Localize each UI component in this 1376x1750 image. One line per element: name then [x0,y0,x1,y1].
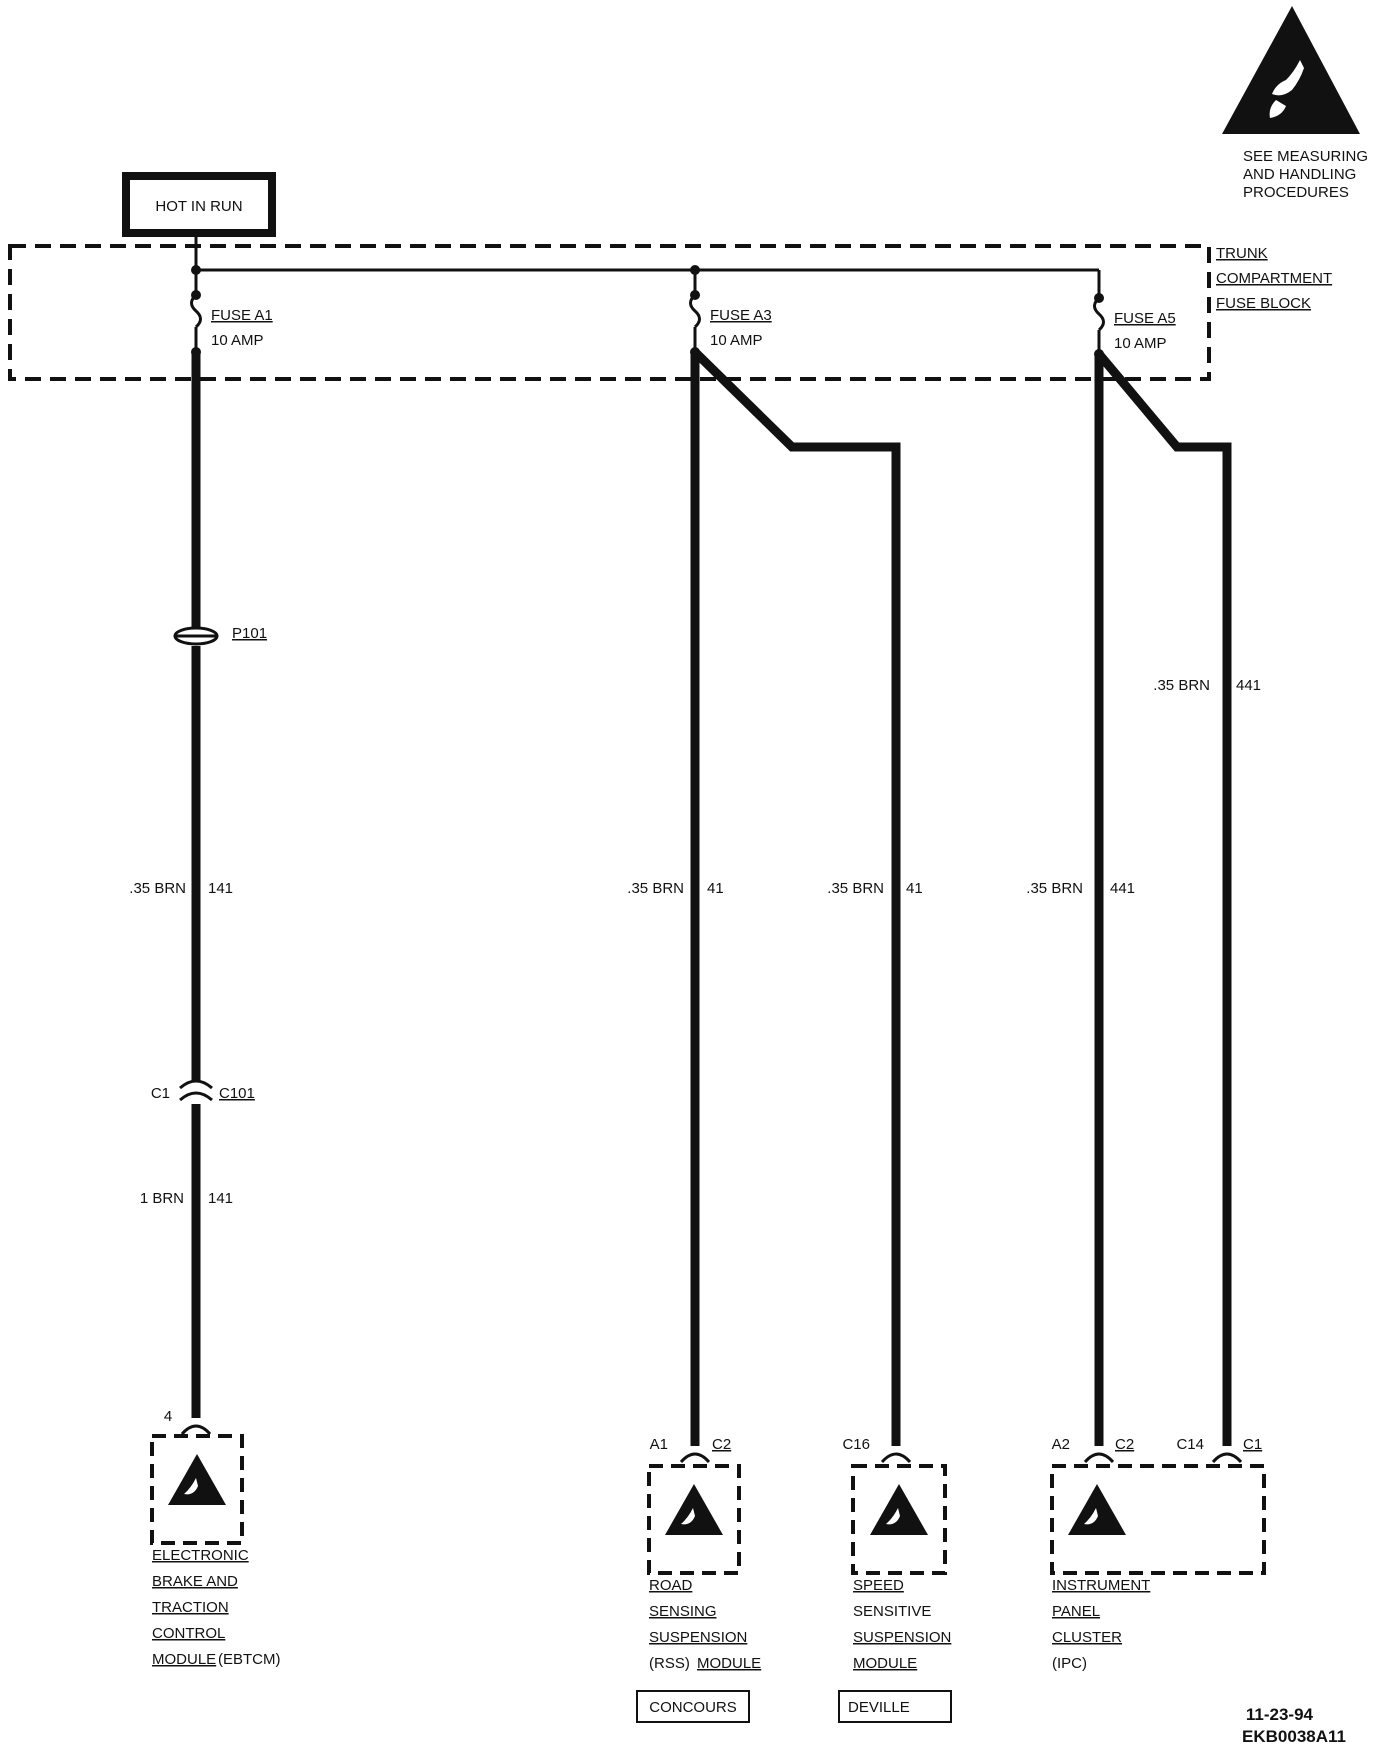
hot-in-run-box [122,172,276,237]
footer-code: EKB0038A11 [1242,1727,1346,1746]
ebtcm-name-1: ELECTRONIC [152,1547,249,1564]
sss-name-1: SPEED [853,1577,904,1594]
fuse-a5-name: FUSE A5 [1114,310,1176,327]
rss-box [647,1464,741,1575]
c101-pin-label: C1 [151,1085,170,1102]
wire-gauge-label: .35 BRN [827,880,884,897]
wire-gauge-label: .35 BRN [129,880,186,897]
c101-label: C101 [219,1085,255,1102]
ipc-name-3: CLUSTER [1052,1629,1122,1646]
rss-name-2: SENSING [649,1603,717,1620]
ipc-connector-label: C2 [1115,1436,1134,1453]
esd-notice-line-1: SEE MEASURING [1243,148,1368,165]
power-label: HOT IN RUN [155,198,242,215]
ebtcm-name-3: TRACTION [152,1599,229,1616]
ipc-pin-label: A2 [1052,1436,1070,1453]
ipc-name-1: INSTRUMENT [1052,1577,1150,1594]
rss-pin-label: A1 [650,1436,668,1453]
fuse-a1 [190,270,202,352]
ipc-connector-label: C1 [1243,1436,1262,1453]
sss-name-2: SENSITIVE [853,1603,931,1620]
sss-box [851,1464,947,1575]
esd-warning-icon [1222,6,1360,134]
wire-circuit-label: 141 [208,1190,233,1207]
wire-gauge-label: .35 BRN [1153,677,1210,694]
fuse-block-outline [8,244,1211,381]
sss-name-3: SUSPENSION [853,1629,951,1646]
esd-icon [168,1454,226,1505]
p101-connector [173,626,219,646]
fuse-a5-rating: 10 AMP [1114,335,1167,352]
wire-gauge-label: .35 BRN [1026,880,1083,897]
fuse-block-label-3: FUSE BLOCK [1216,295,1311,312]
ebtcm-name-4: CONTROL [152,1625,225,1642]
ebtcm-name-2: BRAKE AND [152,1573,238,1590]
esd-icon [665,1484,723,1535]
wire-circuit-label: 41 [906,880,923,897]
wire-circuit-label: 41 [707,880,724,897]
fuse-terminal-dot [1094,293,1104,303]
wire-gauge-label: .35 BRN [627,880,684,897]
wire-41-sss [691,348,901,1446]
esd-icon [1068,1484,1126,1535]
module-boxes [150,1434,1266,1575]
c101-connector [179,1079,213,1102]
module-connectors [180,1424,1243,1464]
esd-icon [870,1484,928,1535]
fuse-block-label-1: TRUNK [1216,245,1268,262]
wire-circuit-label: 141 [208,880,233,897]
ipc-pin-label: C14 [1176,1436,1204,1453]
wire-circuit-label: 441 [1110,880,1135,897]
rss-name-4: MODULE [697,1655,761,1672]
rss-name-1: ROAD [649,1577,693,1594]
fuse-a1-rating: 10 AMP [211,332,264,349]
concours-option-box [636,1690,750,1723]
wire-circuit-label: 441 [1236,677,1261,694]
p101-label: P101 [232,625,267,642]
deville-option-box [838,1690,952,1723]
fuse-terminal-dot [690,290,700,300]
ebtcm-box [150,1434,244,1545]
esd-notice-line-2: AND HANDLING [1243,166,1356,183]
rss-abbr: (RSS) [649,1655,690,1672]
ebtcm-name-5: MODULE [152,1651,216,1668]
wire-441-ipc-b [1095,351,1232,1446]
wires [191,348,1232,1446]
ebtcm-abbr: (EBTCM) [218,1651,281,1668]
esd-notice-line-3: PROCEDURES [1243,184,1349,201]
ipc-abbr: (IPC) [1052,1655,1087,1672]
ipc-box [1050,1464,1266,1575]
sss-pin-label: C16 [842,1436,870,1453]
sss-name-4: MODULE [853,1655,917,1672]
fuse-a3-rating: 10 AMP [710,332,763,349]
ipc-name-2: PANEL [1052,1603,1100,1620]
ebtcm-pin-label: 4 [164,1408,172,1425]
concours-label: CONCOURS [649,1699,737,1716]
rss-name-3: SUSPENSION [649,1629,747,1646]
wire-gauge-label: 1 BRN [140,1190,184,1207]
fuse-a1-name: FUSE A1 [211,307,273,324]
fuse-terminal-dot [191,290,201,300]
fuse-a3-name: FUSE A3 [710,307,772,324]
splice-dot [191,265,201,275]
splice-dot [690,265,700,275]
footer-date: 11-23-94 [1246,1705,1314,1724]
deville-label: DEVILLE [848,1699,910,1716]
fuse-block-label-2: COMPARTMENT [1216,270,1332,287]
fuse-a3 [689,270,701,352]
fuse-a5 [1093,270,1105,354]
rss-connector-label: C2 [712,1436,731,1453]
